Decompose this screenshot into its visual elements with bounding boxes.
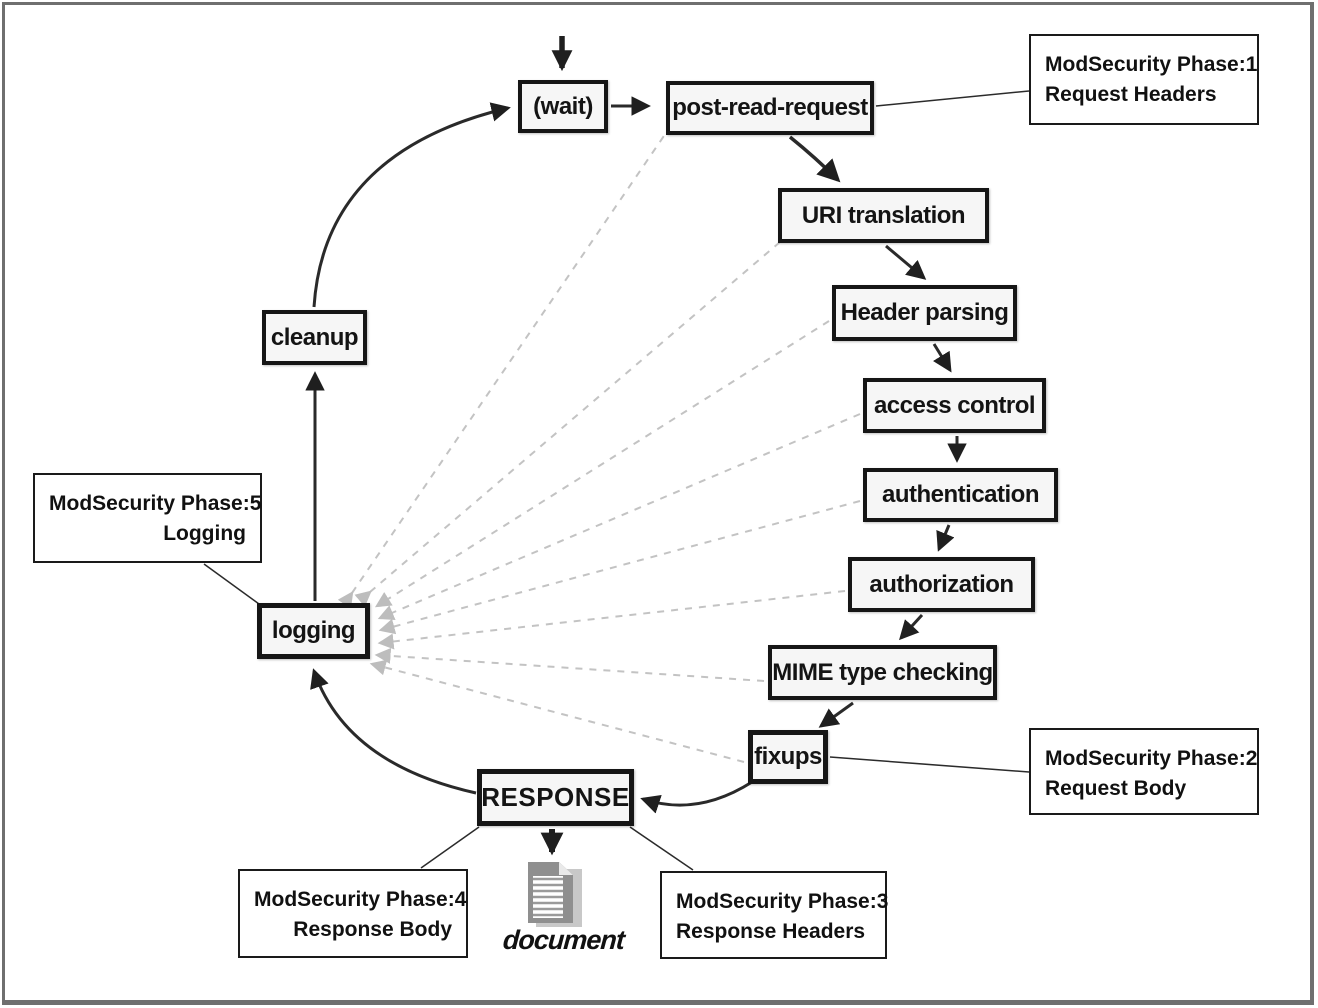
note-modsecurity-phase-1: ModSecurity Phase:1 Request Headers — [1029, 34, 1259, 125]
node-cleanup-label: cleanup — [270, 323, 359, 351]
connector-phase4-to-response — [420, 826, 480, 869]
node-cleanup: cleanup — [262, 310, 367, 365]
node-access-control: access control — [863, 378, 1046, 433]
note-phase-4-line-2: Response Body — [293, 917, 452, 941]
arrow-mime-type-checking-to-fixups — [818, 701, 854, 728]
dashed-fixups-logging — [369, 659, 745, 763]
node-response-label: RESPONSE — [481, 782, 630, 812]
connector-phase3-to-response — [629, 826, 694, 871]
arrow-authorization-to-mime-type-checking — [899, 613, 924, 641]
dashed-logging-post-read-request — [337, 129, 669, 609]
connector-phase2-to-fixups — [829, 756, 1030, 773]
note-phase-1-line-1: ModSecurity Phase:1 — [1045, 53, 1258, 76]
note-modsecurity-phase-2: ModSecurity Phase:2 Request Body — [1029, 728, 1259, 815]
connector-phase1-to-post-read-request — [875, 90, 1030, 107]
document-label: document — [501, 925, 626, 955]
document-icon — [522, 860, 588, 930]
node-fixups: fixups — [748, 730, 828, 784]
node-mime-type-checking: MIME type checking — [768, 645, 997, 700]
node-post-read-request: post-read-request — [666, 81, 874, 135]
node-fixups-label: fixups — [754, 743, 822, 770]
dashed-logging-uri-translation — [354, 241, 781, 607]
node-wait-label: (wait) — [533, 92, 593, 120]
dashed-mime-type-checking-logging — [374, 647, 765, 682]
note-phase-1-line-2: Request Headers — [1045, 82, 1217, 106]
connector-phase5-to-logging — [203, 563, 260, 605]
node-logging: logging — [257, 603, 370, 659]
node-response: RESPONSE — [477, 769, 634, 826]
node-authentication: authentication — [863, 468, 1058, 522]
node-mime-type-checking-label: MIME type checking — [772, 658, 993, 686]
note-phase-2-line-1: ModSecurity Phase:2 — [1045, 747, 1258, 770]
node-authorization-label: authorization — [869, 570, 1014, 598]
arrow-authentication-to-authorization — [936, 524, 955, 552]
note-modsecurity-phase-4: ModSecurity Phase:4 Response Body — [238, 869, 468, 958]
node-authorization: authorization — [848, 557, 1035, 612]
note-phase-5-line-2: Logging — [163, 521, 246, 545]
node-post-read-request-label: post-read-request — [672, 94, 868, 121]
node-uri-translation-label: URI translation — [801, 201, 966, 229]
note-phase-5-line-1: ModSecurity Phase:5 — [49, 492, 262, 515]
note-phase-3-line-2: Response Headers — [676, 919, 866, 943]
arrow-response-to-logging — [310, 668, 477, 795]
note-modsecurity-phase-3: ModSecurity Phase:3 Response Headers — [660, 871, 889, 959]
node-authentication-label: authentication — [881, 481, 1040, 508]
note-phase-3-line-1: ModSecurity Phase:3 — [676, 890, 889, 913]
dashed-access-control-logging — [377, 413, 861, 621]
arrow-fixups-to-response — [640, 780, 753, 814]
dashed-authorization-logging — [377, 590, 846, 650]
note-phase-2-line-2: Request Body — [1045, 776, 1187, 800]
node-uri-translation: URI translation — [778, 188, 989, 243]
arrow-post-read-request-to-uri-translation — [788, 135, 841, 183]
node-access-control-label: access control — [873, 391, 1036, 419]
arrow-uri-translation-to-header-parsing — [885, 244, 927, 280]
arrow-cleanup-to-wait — [312, 102, 511, 308]
note-modsecurity-phase-5: ModSecurity Phase:5 Logging — [33, 473, 262, 563]
note-phase-4-line-1: ModSecurity Phase:4 — [254, 888, 467, 911]
arrow-header-parsing-to-access-control — [932, 343, 952, 373]
node-header-parsing: Header parsing — [832, 285, 1017, 341]
node-logging-label: logging — [271, 617, 356, 644]
node-wait: (wait) — [518, 80, 608, 133]
node-header-parsing-label: Header parsing — [840, 299, 1009, 326]
dashed-header-parsing-logging — [374, 320, 830, 608]
dashed-authentication-logging — [378, 500, 861, 635]
